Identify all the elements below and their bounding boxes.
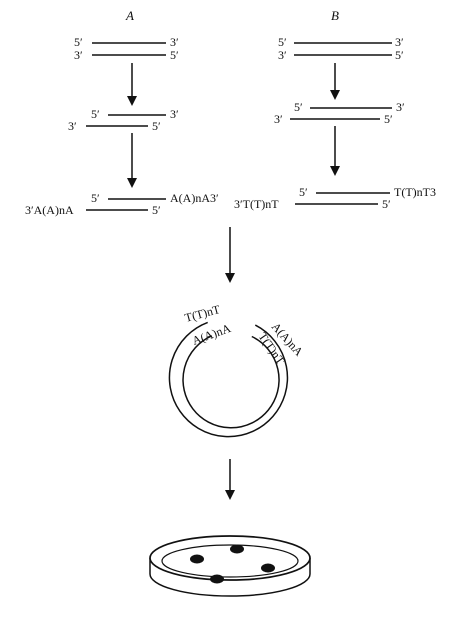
panel-a-step3-duplex: 5′ A(A)nA3′ 3′A(A)nA 5′ (25, 191, 219, 217)
recombinant-plasmid: T(T)nT A(A)nA A(A)nA T(T)nT (168, 302, 306, 438)
bottom-right-end: 5′ (395, 48, 404, 62)
plasmid-outer-left-label: T(T)nT (183, 302, 222, 325)
top-poly-a-tail: A(A)nA3′ (170, 191, 219, 205)
petri-dish-rim (149, 535, 311, 581)
arrow-to-plasmid (225, 227, 235, 283)
top-left-end: 5′ (278, 35, 287, 49)
arrow-to-petri-dish (225, 459, 235, 500)
petri-dish-agar (161, 544, 299, 578)
petri-dish (149, 535, 311, 597)
top-left-end: 5′ (299, 185, 308, 199)
bottom-right-end: 5′ (152, 119, 161, 133)
colony (261, 563, 275, 573)
top-right-end: 3′ (170, 35, 179, 49)
top-left-end: 5′ (74, 35, 83, 49)
panel-a-arrow-2 (127, 133, 137, 188)
bottom-left-end: 3′ (274, 112, 283, 126)
panel-a-step1-duplex: 5′ 3′ 3′ 5′ (74, 35, 179, 62)
panel-a-step2-duplex: 5′ 3′ 3′ 5′ (68, 107, 179, 133)
top-left-end: 5′ (91, 191, 100, 205)
top-right-end: 3′ (395, 35, 404, 49)
plasmid-inner-left-label: A(A)nA (190, 321, 233, 348)
panel-b-arrow-2 (330, 126, 340, 176)
panel-a-header: A (125, 8, 134, 23)
bottom-right-end: 5′ (152, 203, 161, 217)
plasmid-inner-ring (182, 335, 280, 429)
colony (210, 574, 224, 584)
plasmid-outer-ring (168, 321, 289, 438)
top-right-end: 3′ (396, 100, 405, 114)
panel-b-step1-duplex: 5′ 3′ 3′ 5′ (278, 35, 404, 62)
colony (230, 544, 244, 554)
bottom-right-end: 5′ (384, 112, 393, 126)
bottom-right-end: 5′ (170, 48, 179, 62)
panel-b-header: B (331, 8, 339, 23)
panel-b-step2-duplex: 5′ 3′ 3′ 5′ (274, 100, 405, 126)
bottom-left-end: 3′ (278, 48, 287, 62)
petri-dish-wall (149, 558, 311, 597)
panel-b-arrow-1 (330, 63, 340, 100)
top-right-end: 3′ (170, 107, 179, 121)
top-poly-t-tail: T(T)nT3 (394, 185, 436, 199)
bottom-poly-t-tail: 3′T(T)nT (234, 197, 279, 211)
colony (190, 554, 204, 564)
top-left-end: 5′ (294, 100, 303, 114)
bottom-right-end: 5′ (382, 197, 391, 211)
bottom-left-end: 3′ (68, 119, 77, 133)
panel-b-step3-duplex: 5′ T(T)nT3 3′T(T)nT 5′ (234, 185, 436, 211)
panel-a-arrow-1 (127, 63, 137, 106)
bottom-poly-a-tail: 3′A(A)nA (25, 203, 74, 217)
top-left-end: 5′ (91, 107, 100, 121)
bottom-left-end: 3′ (74, 48, 83, 62)
